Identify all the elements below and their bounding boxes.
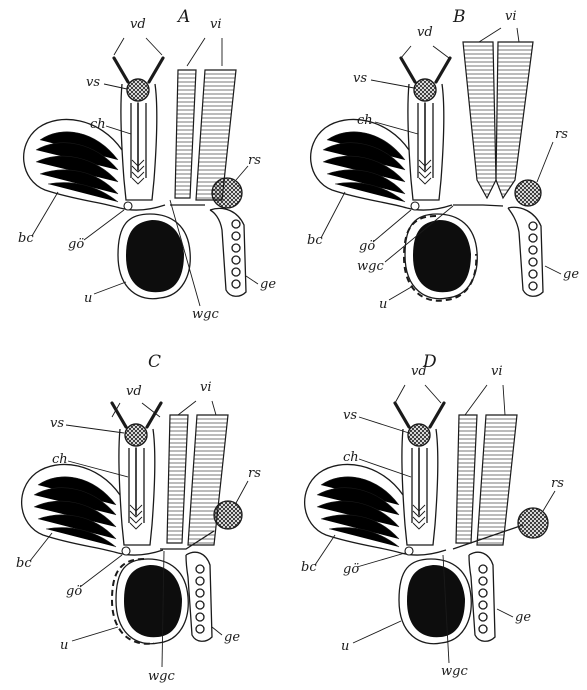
label-go: gö <box>343 562 359 577</box>
label-vi: vi <box>210 17 222 32</box>
label-rs: rs <box>248 153 261 168</box>
panel-letter: B <box>452 7 466 27</box>
label-ch: ch <box>357 113 373 128</box>
panel-a: A vd vi vs ch rs bc gö u wgc ge <box>18 7 276 322</box>
label-ch: ch <box>343 450 359 465</box>
label-rs: rs <box>248 466 261 481</box>
label-wgc: wgc <box>441 664 468 679</box>
label-vs: vs <box>50 416 64 431</box>
label-ch: ch <box>90 117 106 132</box>
label-u: u <box>84 291 92 306</box>
label-wgc: wgc <box>357 259 384 274</box>
label-go: gö <box>359 239 375 254</box>
label-vs: vs <box>86 75 100 90</box>
label-bc: bc <box>18 231 34 246</box>
label-vd: vd <box>126 384 142 399</box>
label-u: u <box>379 297 387 312</box>
panel-c: C vd vi vs ch rs bc gö u wgc ge <box>16 352 261 684</box>
label-u: u <box>341 639 349 654</box>
label-rs: rs <box>551 476 564 491</box>
label-vs: vs <box>353 71 367 86</box>
label-u: u <box>60 638 68 653</box>
label-vd: vd <box>130 17 146 32</box>
panel-d: D vd vi vs ch rs bc gö u wgc ge <box>301 352 564 679</box>
label-ge: ge <box>563 267 579 282</box>
label-vd: vd <box>417 25 433 40</box>
label-wgc: wgc <box>192 307 219 322</box>
label-go: gö <box>66 584 82 599</box>
label-ge: ge <box>515 610 531 625</box>
label-ge: ge <box>260 277 276 292</box>
label-bc: bc <box>307 233 323 248</box>
label-vi: vi <box>491 364 503 379</box>
label-go: gö <box>68 237 84 252</box>
label-ge: ge <box>224 630 240 645</box>
panel-letter: A <box>176 7 190 27</box>
label-vi: vi <box>200 380 212 395</box>
label-bc: bc <box>301 560 317 575</box>
label-bc: bc <box>16 556 32 571</box>
label-rs: rs <box>555 127 568 142</box>
label-vi: vi <box>505 9 517 24</box>
panel-b: B vd vi vs ch rs bc gö wgc u ge <box>307 7 579 312</box>
label-wgc: wgc <box>148 669 175 684</box>
label-vs: vs <box>343 408 357 423</box>
panel-letter: C <box>148 352 161 372</box>
label-vd: vd <box>411 364 427 379</box>
label-ch: ch <box>52 452 68 467</box>
